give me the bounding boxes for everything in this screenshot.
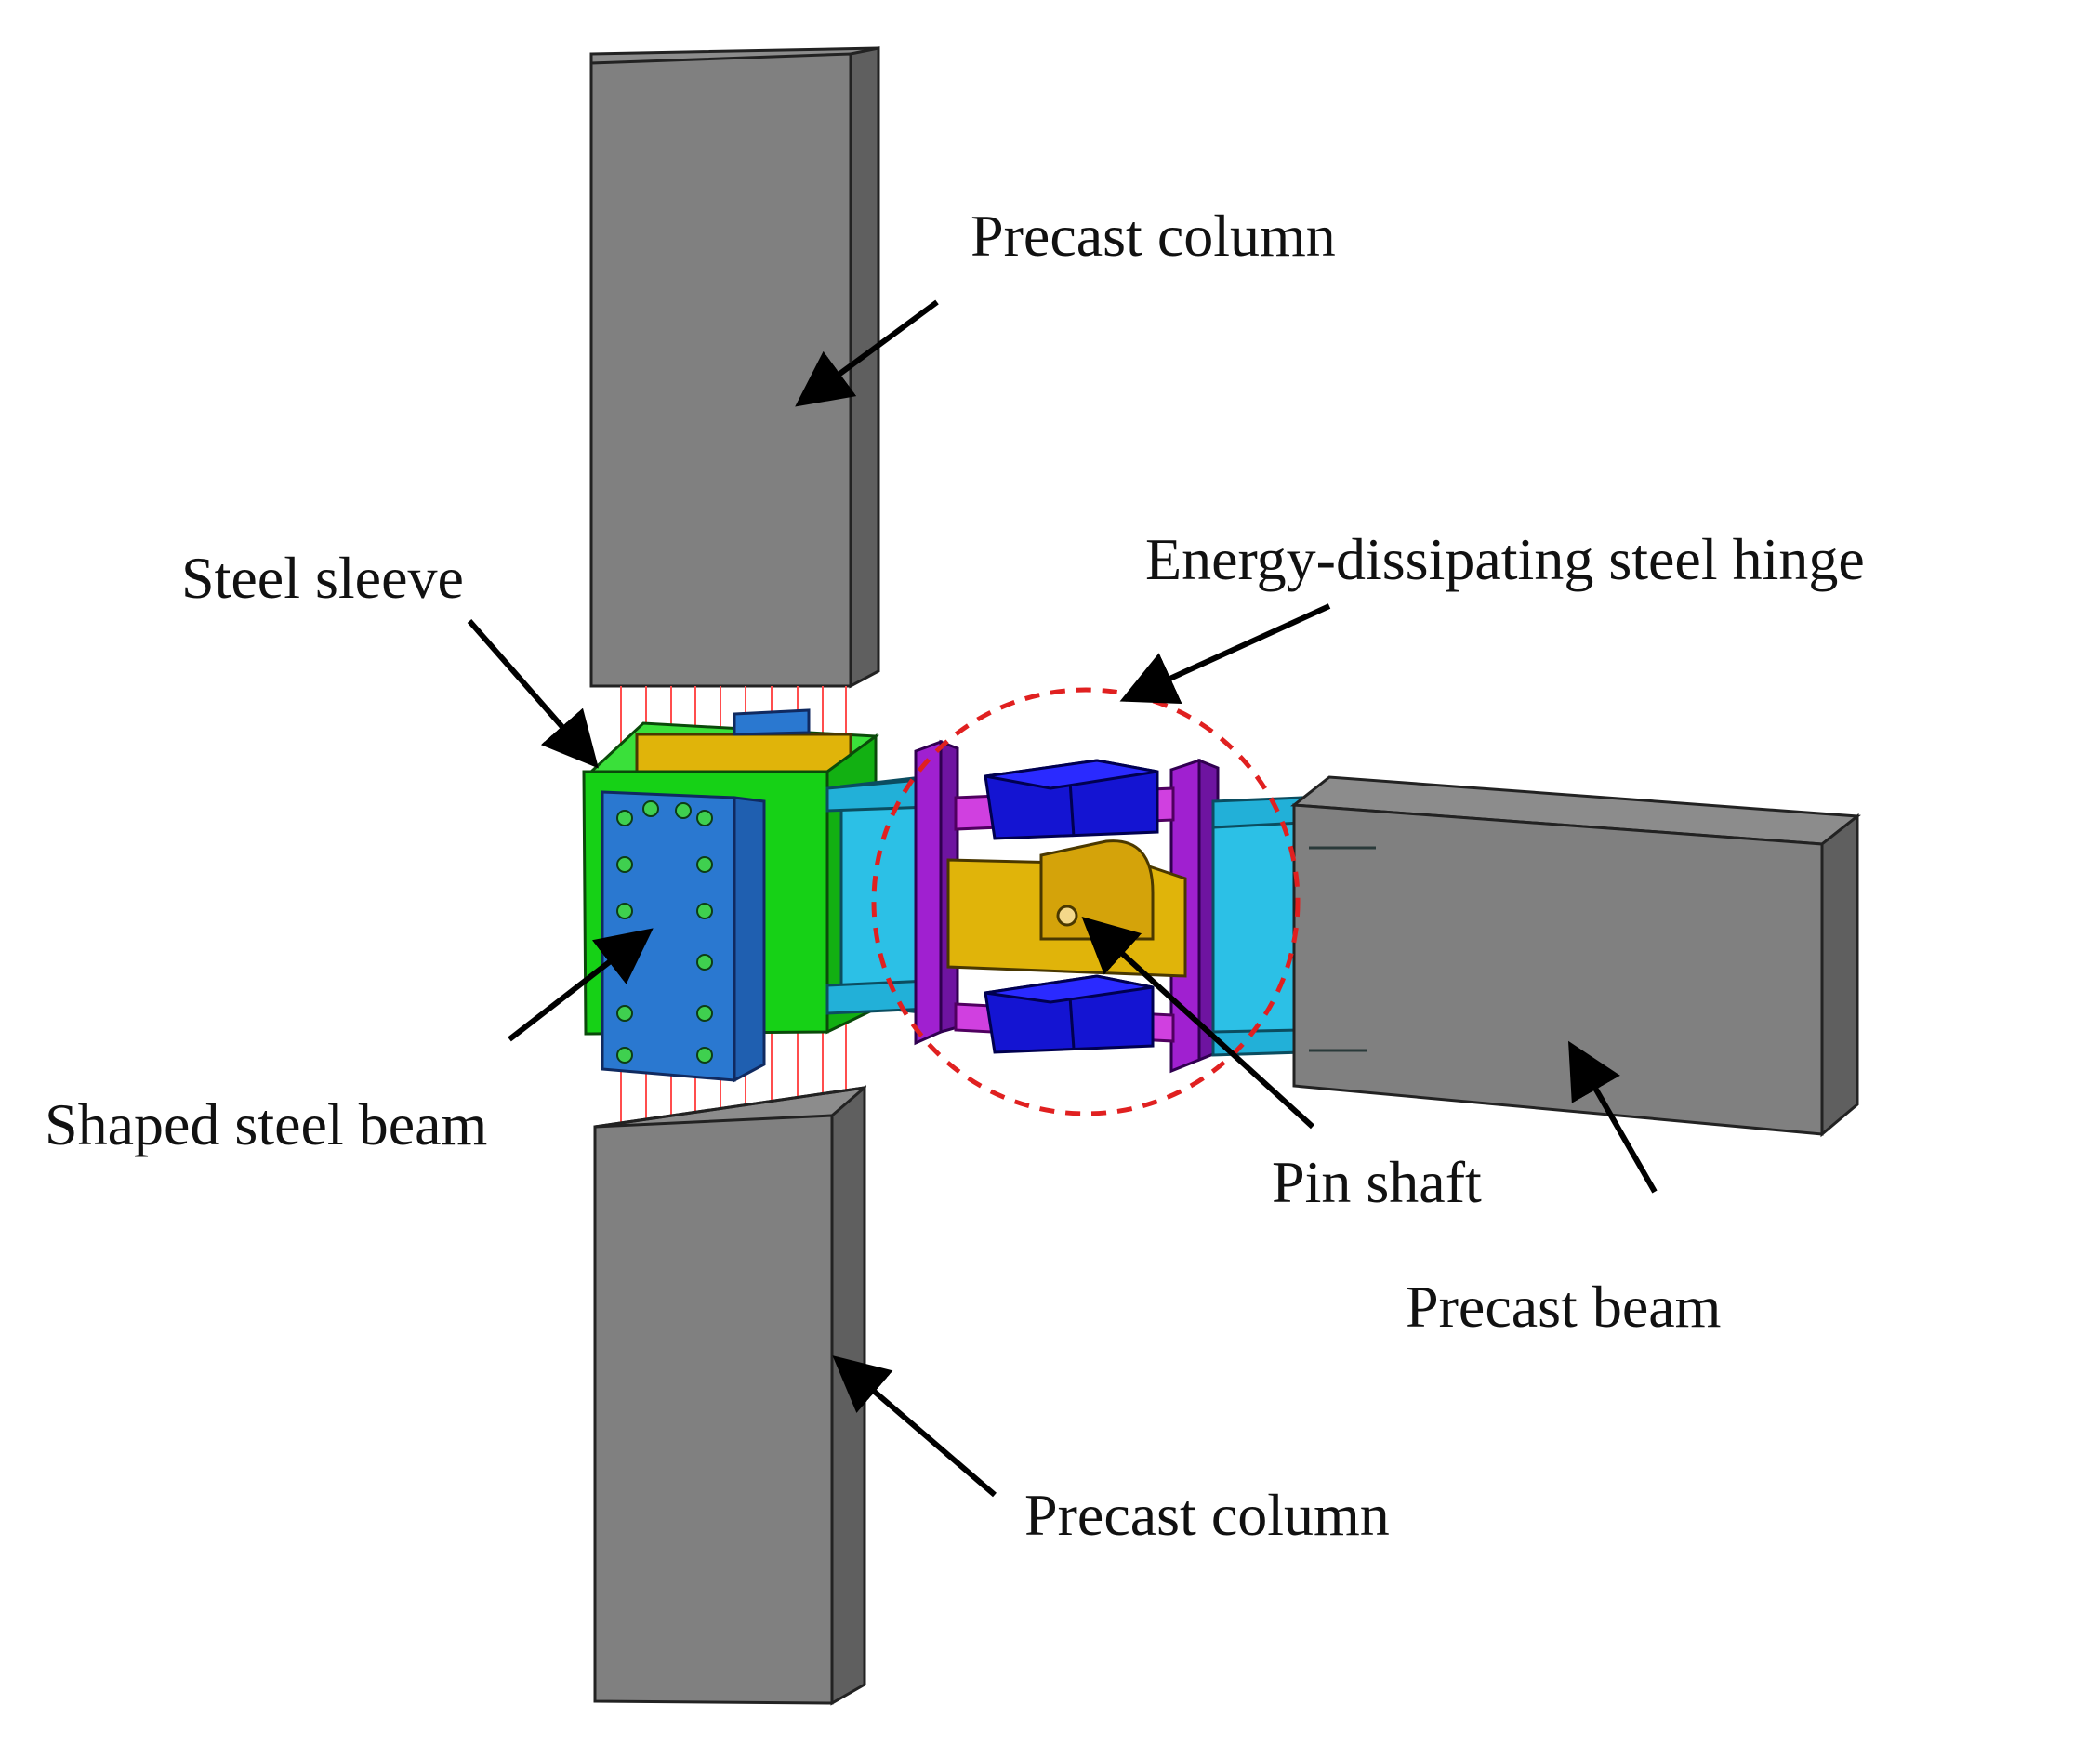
label-energy-dissipating-steel-hinge: Energy-dissipating steel hinge [1145, 526, 1865, 592]
bolt [616, 1005, 633, 1022]
arrow-precast-column-top [795, 299, 939, 407]
pin-shaft [1056, 905, 1078, 927]
label-precast-column-top: Precast column [971, 203, 1336, 269]
upper-precast-column [589, 46, 880, 689]
label-shaped-steel-beam: Shaped steel beam [45, 1091, 488, 1157]
lower-precast-column [593, 1084, 867, 1706]
bolt [696, 954, 713, 971]
bolt [616, 1047, 633, 1064]
upper-damper [984, 759, 1159, 840]
bolt [696, 1047, 713, 1064]
arrow-precast-column-bottom [832, 1355, 997, 1498]
left-hinge-connector [825, 774, 931, 1015]
arrow-pin-shaft [1081, 916, 1315, 1130]
arrow-hinge [1119, 603, 1331, 704]
bolt [696, 856, 713, 873]
arrow-steel-sleeve [467, 619, 599, 769]
annotation-arrows [467, 299, 1658, 1498]
bolt [616, 810, 633, 826]
bolt [642, 800, 659, 817]
hinge-highlight-circle [871, 687, 1301, 1116]
right-hinge-connector [1211, 796, 1303, 1057]
label-precast-beam: Precast beam [1406, 1274, 1722, 1340]
bolt [675, 802, 692, 819]
bolt [696, 810, 713, 826]
lower-damper [984, 974, 1155, 1054]
label-pin-shaft: Pin shaft [1272, 1149, 1482, 1215]
shaped-steel-beam [601, 790, 766, 1083]
label-steel-sleeve: Steel sleeve [181, 545, 464, 611]
arrow-precast-beam [1568, 1040, 1658, 1194]
arrow-shaped-steel-beam [508, 928, 654, 1042]
bolt [696, 903, 713, 919]
precast-beam [1290, 775, 1861, 1138]
bolt [616, 856, 633, 873]
label-precast-column-bottom: Precast column [1024, 1482, 1390, 1548]
bolt [616, 903, 633, 919]
bolt [696, 1005, 713, 1022]
